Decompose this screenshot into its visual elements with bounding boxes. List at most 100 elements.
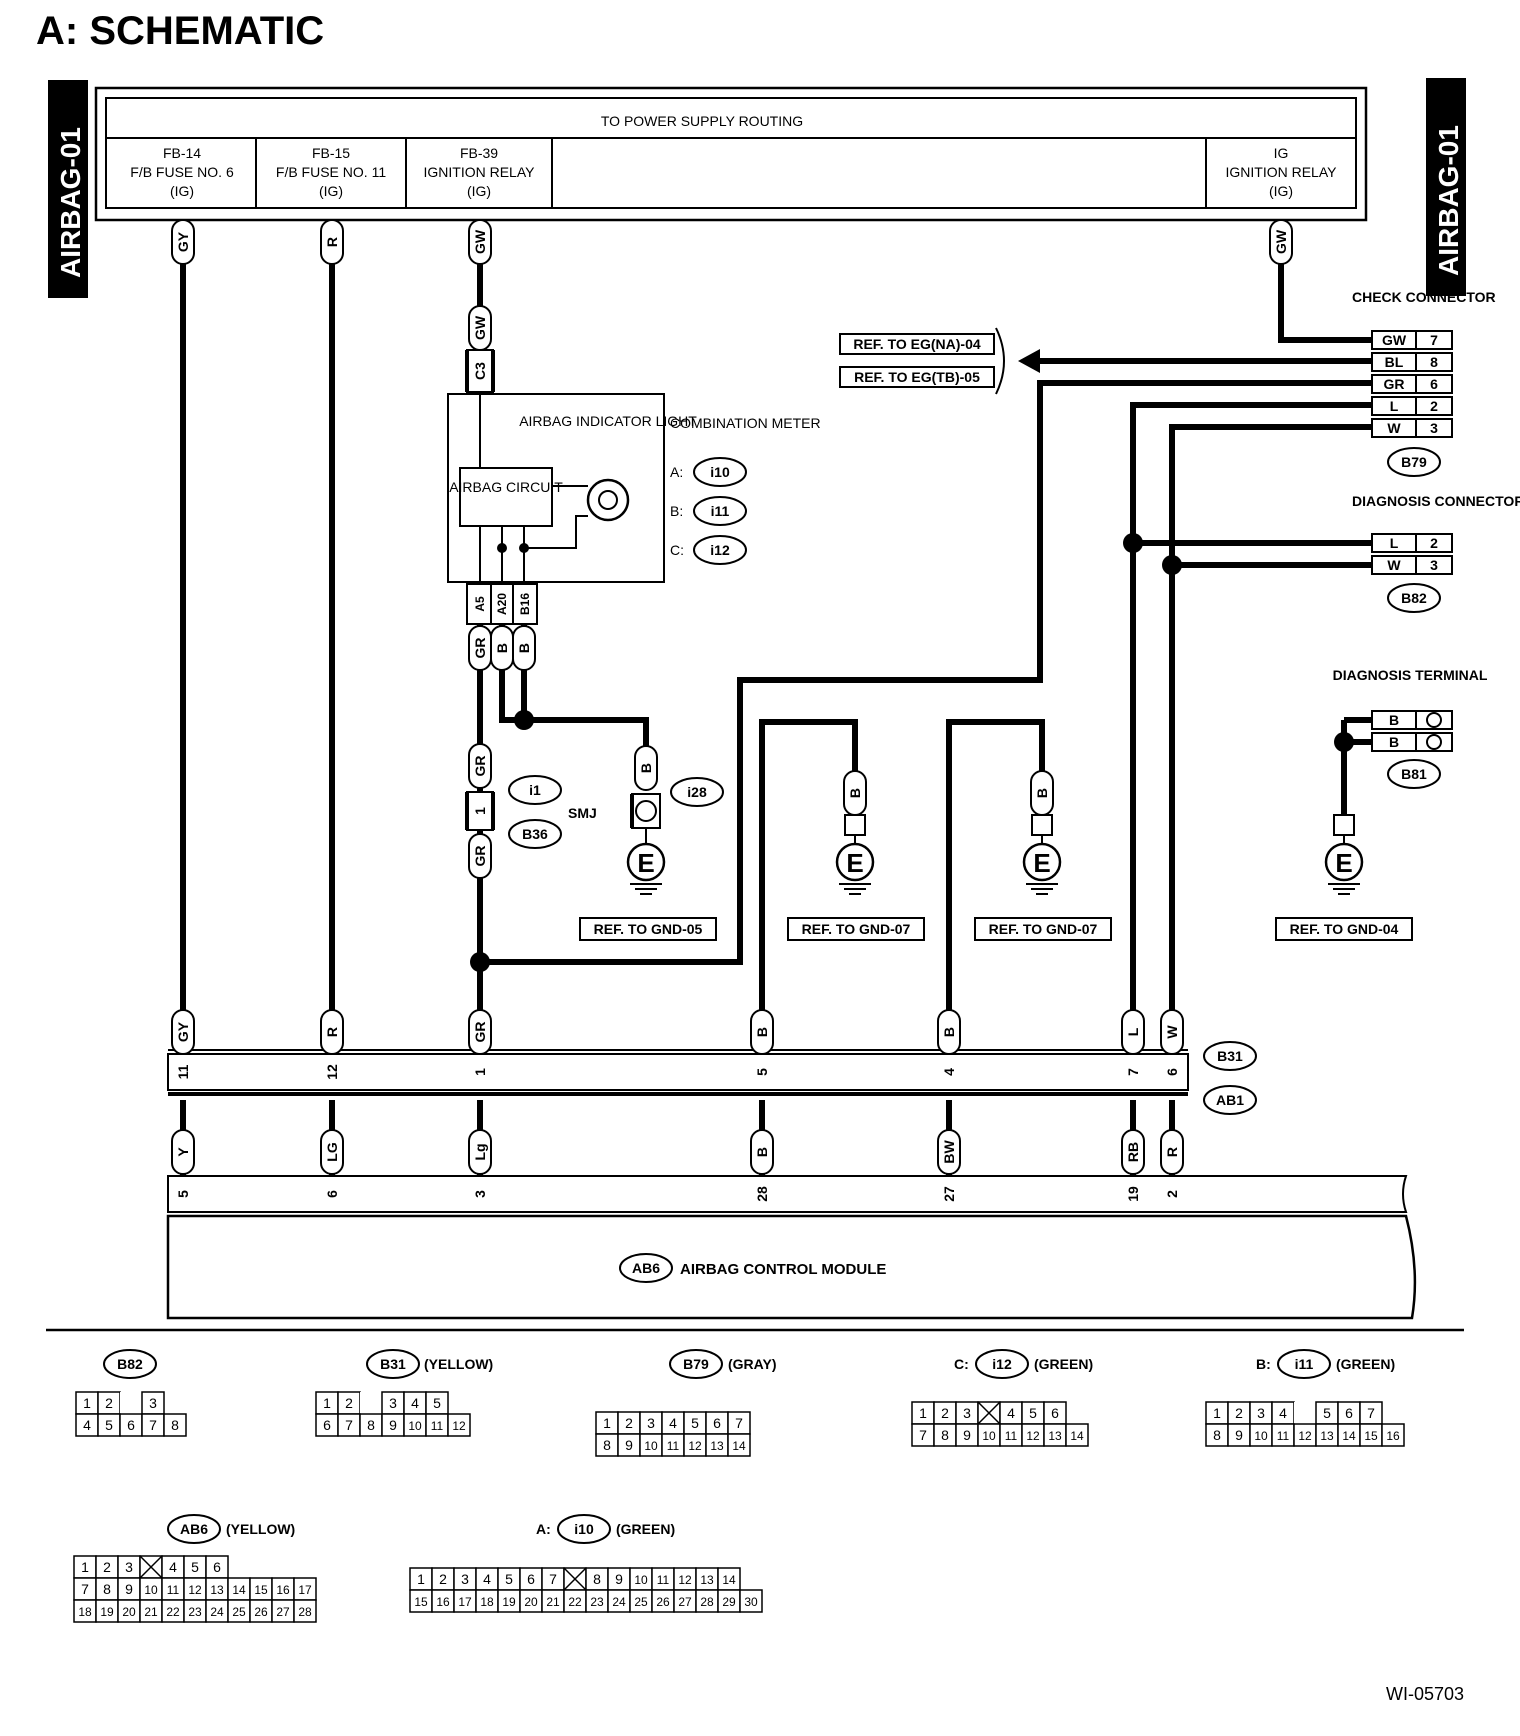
connector-pin-number: 4: [669, 1415, 677, 1431]
connector-pin-number: 3: [389, 1395, 397, 1411]
svg-text:W: W: [1387, 557, 1401, 573]
figure-id: WI-05703: [1386, 1684, 1464, 1704]
indicator-lamp-icon: [586, 478, 630, 522]
connector-pin-number: 9: [625, 1437, 633, 1453]
check-pin-row: GR 6: [1371, 374, 1453, 394]
connector-pin-number: 30: [744, 1595, 758, 1609]
check-pin-row: GW 7: [1371, 330, 1453, 350]
svg-text:1: 1: [472, 807, 488, 815]
connector-pin-number: 7: [735, 1415, 743, 1431]
meter-connector-b: B: i11: [670, 496, 747, 526]
svg-text:B82: B82: [117, 1356, 143, 1372]
svg-text:12: 12: [324, 1064, 340, 1080]
i28-id: i28: [687, 784, 707, 800]
meter-connector-c: C: i12: [670, 535, 747, 565]
svg-text:B: B: [1389, 712, 1399, 728]
svg-text:6: 6: [324, 1190, 340, 1198]
connector-pin-number: 14: [1070, 1429, 1084, 1443]
svg-text:B: B: [754, 1147, 770, 1157]
connector-pin-number: 9: [389, 1417, 397, 1433]
connector-pin-number: 16: [436, 1595, 450, 1609]
connector-pin-number: 2: [103, 1559, 111, 1575]
svg-text:B31: B31: [380, 1356, 406, 1372]
connector-pin-number: 21: [546, 1595, 560, 1609]
ground-gnd07-a: B E REF. TO GND-07: [787, 770, 925, 941]
connector-pin-number: 14: [232, 1583, 246, 1597]
connector-pin-number: 23: [590, 1595, 604, 1609]
ground-e-icon: E: [1335, 848, 1352, 878]
connector-cell: [727, 1433, 751, 1457]
fuse-fb14: FB-14 F/B FUSE NO. 6 (IG): [130, 145, 234, 199]
svg-text:3: 3: [1430, 557, 1438, 573]
connector-pin-number: 4: [1007, 1405, 1015, 1421]
svg-text:GW: GW: [472, 229, 488, 254]
connector-pin-number: 8: [1213, 1427, 1221, 1443]
svg-text:(IG): (IG): [170, 183, 194, 199]
connector-pin-number: 28: [700, 1595, 714, 1609]
power-supply-header: TO POWER SUPPLY ROUTING: [601, 113, 803, 129]
connector-pin-number: 1: [83, 1395, 91, 1411]
ref-gnd04: REF. TO GND-04: [1290, 921, 1399, 937]
connector-pin-number: 20: [524, 1595, 538, 1609]
blank-cavity-icon: [139, 1555, 163, 1579]
connector-pin-number: 28: [298, 1605, 312, 1619]
connector-pin-number: 12: [678, 1573, 692, 1587]
ground-gnd07-b: B E REF. TO GND-07: [974, 770, 1112, 941]
svg-text:IG: IG: [1274, 145, 1289, 161]
connector-pin-number: 2: [1235, 1405, 1243, 1421]
svg-text:GR: GR: [472, 638, 488, 659]
svg-text:B: B: [516, 643, 532, 653]
connector-pin-number: 7: [919, 1427, 927, 1443]
side-tab-left-label: AIRBAG-01: [55, 127, 86, 278]
svg-text:FB-15: FB-15: [312, 145, 350, 161]
svg-text:7: 7: [1430, 332, 1438, 348]
b31-column-b5: B 5 B: [750, 1009, 774, 1175]
connector-pin-number: 1: [1213, 1405, 1221, 1421]
ground-gnd04: E REF. TO GND-04: [1275, 814, 1413, 941]
svg-text:BL: BL: [1385, 354, 1404, 370]
connector-pin-number: 13: [1048, 1429, 1062, 1443]
connector-pin-number: 8: [171, 1417, 179, 1433]
side-tab-left: AIRBAG-01: [48, 80, 88, 298]
connector-pin-number: 11: [431, 1419, 444, 1433]
connector-pin-number: 8: [367, 1417, 375, 1433]
meter-pin-block: A5 A20 B16: [466, 583, 538, 625]
connector-pin-number: 3: [1257, 1405, 1265, 1421]
wire-tag-gr-smj-top: GR: [468, 743, 492, 789]
connector-pin-number: 2: [941, 1405, 949, 1421]
airbag-control-module: 5 6 3 28 27 19 2 AB6 AIRBAG CONTROL MODU…: [166, 1175, 1417, 1320]
svg-text:19: 19: [1125, 1186, 1141, 1202]
module-id: AB6: [632, 1260, 660, 1276]
connector-pin-number: 20: [122, 1605, 136, 1619]
b31-column-b4: B 4 BW: [937, 1009, 961, 1175]
svg-text:GR: GR: [1384, 376, 1405, 392]
connector-pin-number: 1: [417, 1571, 425, 1587]
ground-gnd05: B i28 E REF. TO GND-05: [579, 745, 724, 941]
combination-meter-label: COMBINATION METER: [670, 415, 821, 431]
connector-pin-number: 21: [144, 1605, 158, 1619]
connector-pin-number: 6: [527, 1571, 535, 1587]
connector-pin-number: 1: [81, 1559, 89, 1575]
diagnosis-connector: DIAGNOSIS CONNECTOR L 2 W 3 B82: [1352, 493, 1520, 613]
svg-text:A20: A20: [495, 593, 509, 615]
b31-column-w: W 6 R: [1160, 1009, 1184, 1175]
connector-pin-number: 18: [480, 1595, 494, 1609]
ref-gnd07-b: REF. TO GND-07: [989, 921, 1098, 937]
connector-pin-number: 6: [127, 1417, 135, 1433]
connector-pin-number: 24: [612, 1595, 626, 1609]
connector-pin-number: 8: [593, 1571, 601, 1587]
ground-e-icon: E: [1033, 848, 1050, 878]
check-pin-row: BL 8: [1371, 352, 1453, 372]
connector-pin-number: 11: [667, 1439, 680, 1453]
connector-pin-number: 1: [603, 1415, 611, 1431]
check-connector: CHECK CONNECTOR GW 7 BL 8 GR 6 L 2 W 3 B…: [1352, 289, 1496, 477]
svg-text:2: 2: [1164, 1190, 1180, 1198]
connector-pin-number: 25: [634, 1595, 648, 1609]
connector-pin-number: 11: [1005, 1429, 1018, 1443]
connector-pin-number: 24: [210, 1605, 224, 1619]
